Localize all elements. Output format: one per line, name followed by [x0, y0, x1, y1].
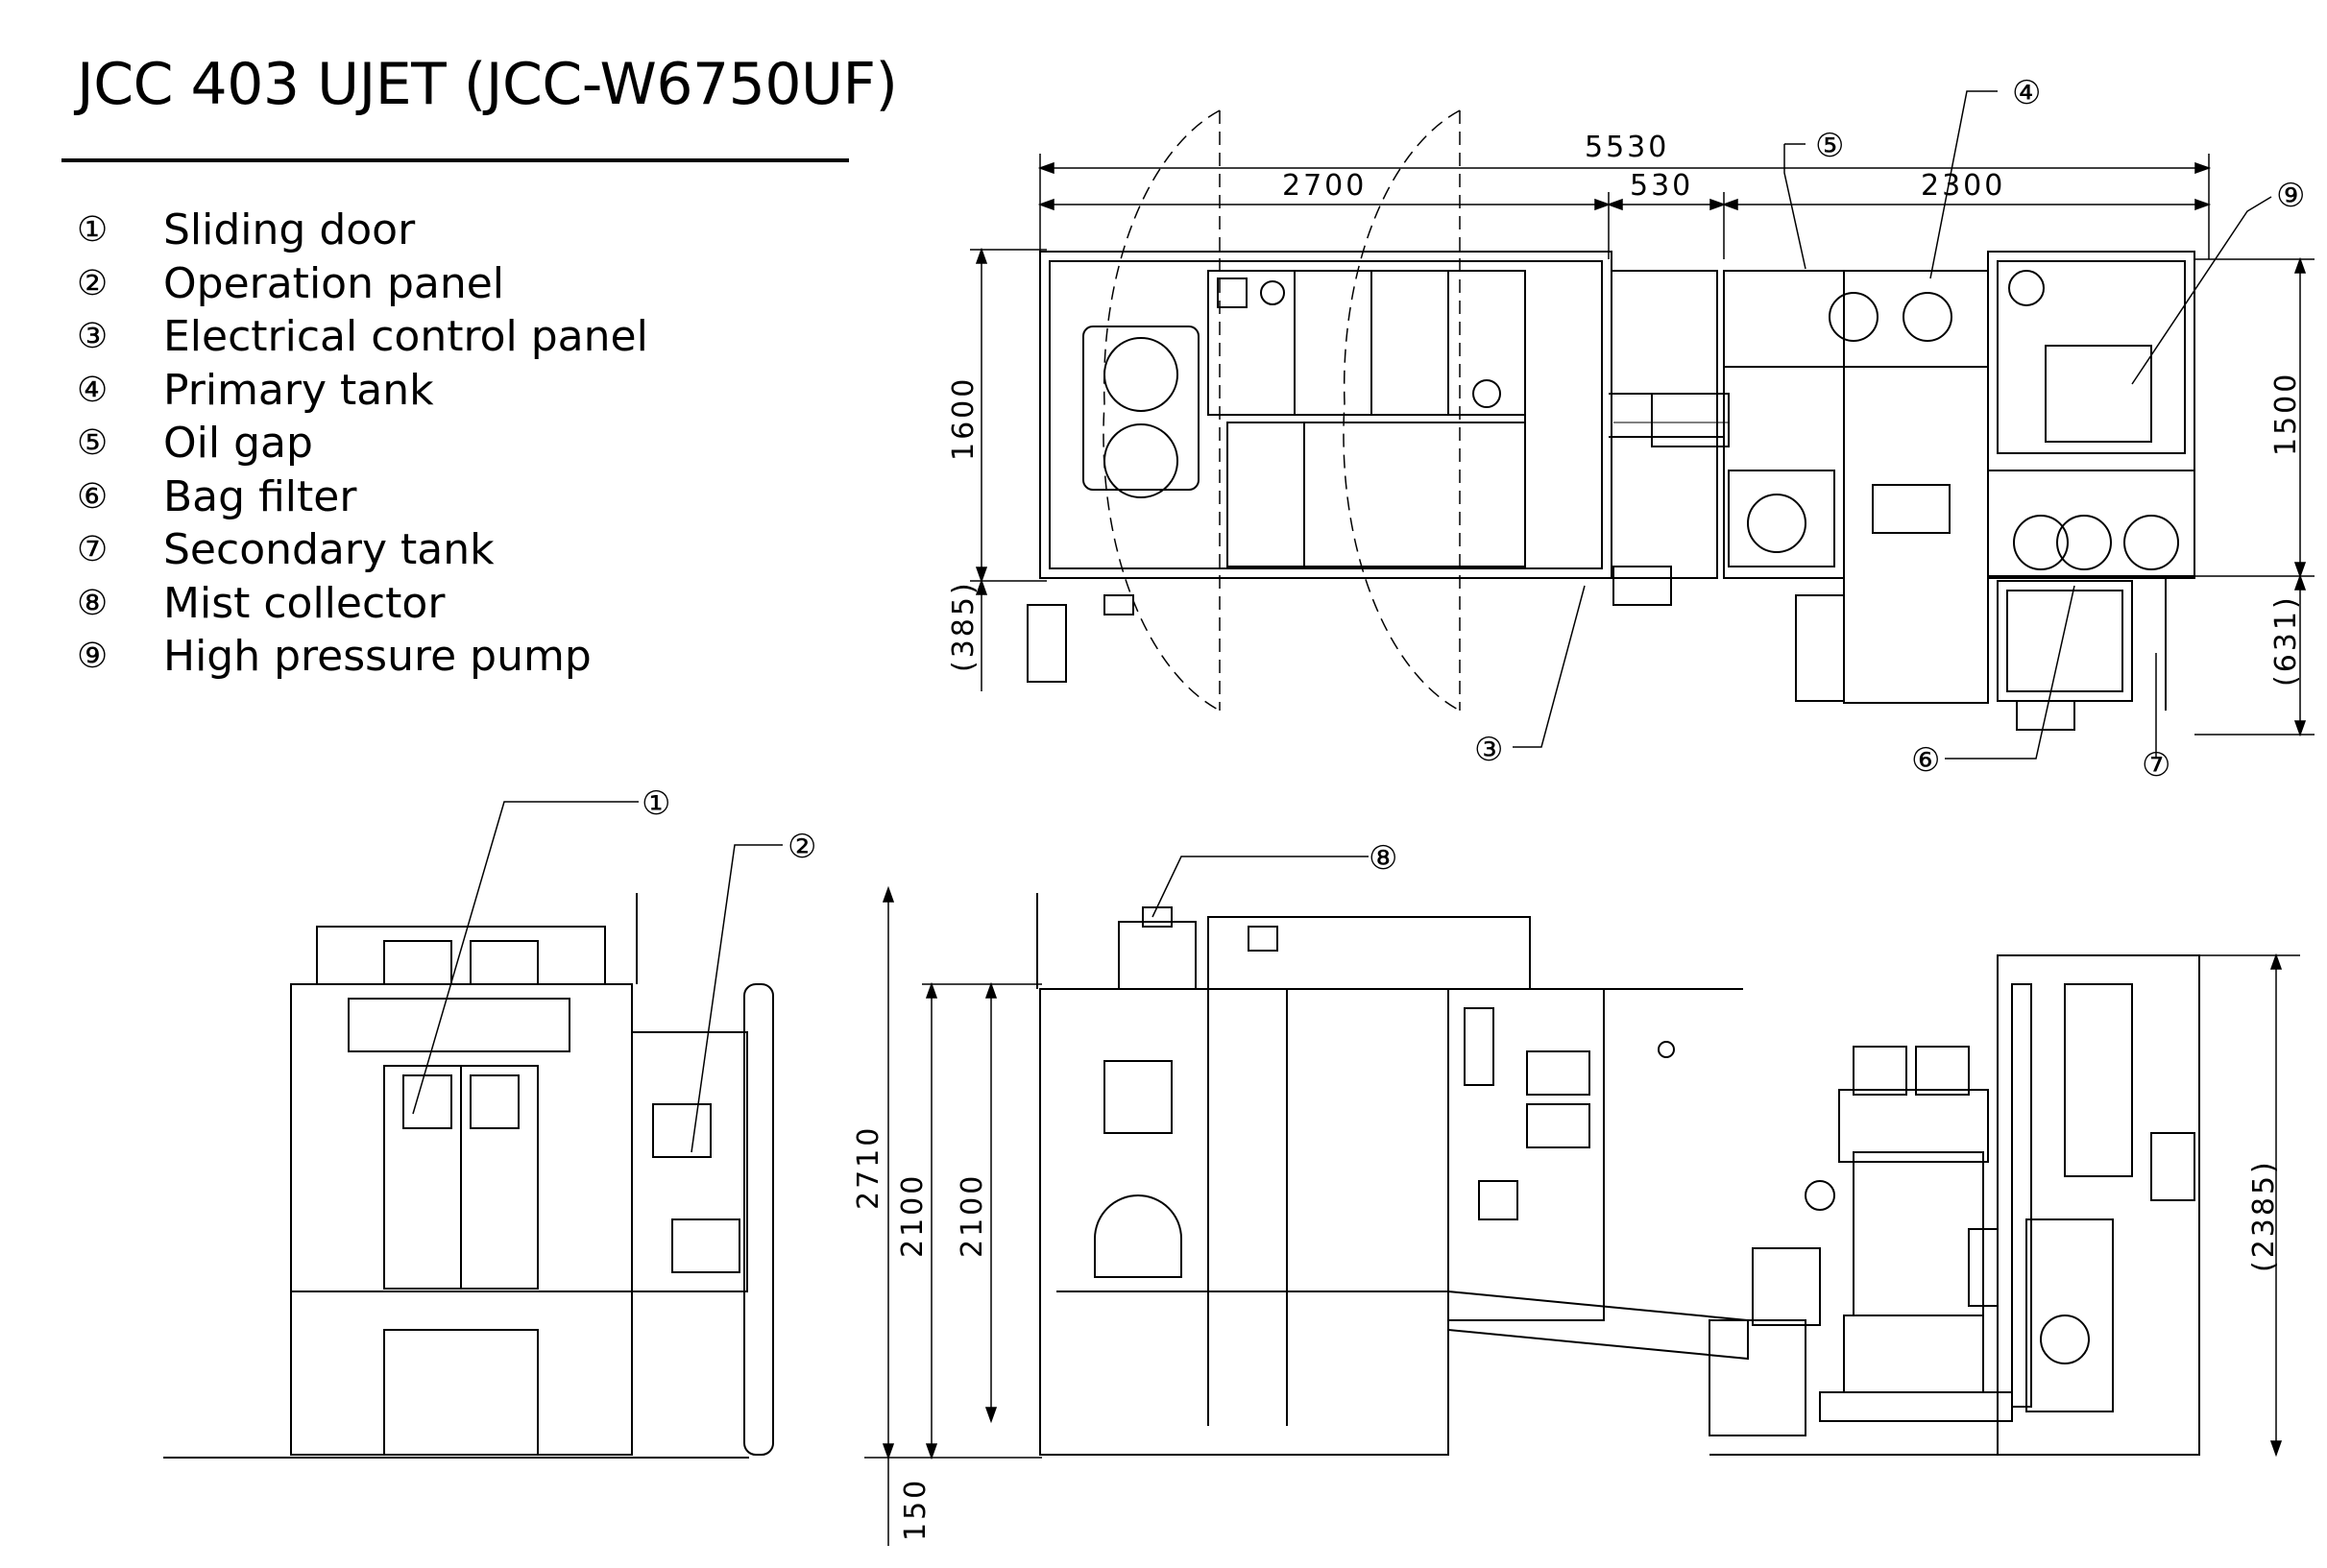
legend-label: Operation panel — [163, 258, 505, 308]
dim-tank-depth: 1500 — [2269, 372, 2303, 456]
callout-5: ⑤ — [1815, 127, 1844, 165]
plan-right-dimensions — [2194, 256, 2315, 737]
legend-label: Sliding door — [163, 205, 416, 255]
plan-horizontal-dimensions — [1037, 154, 2212, 259]
dim-tank-height: (2385) — [2247, 1159, 2281, 1272]
legend-item: ⑥ Bag filter — [77, 470, 648, 524]
callout-7: ⑦ — [2142, 746, 2170, 784]
dim-door-height-outer: 2100 — [896, 1173, 930, 1258]
tank-area-plan — [1723, 251, 2195, 731]
legend-label: Secondary tank — [163, 525, 495, 575]
legend-number: ⑦ — [77, 530, 109, 570]
legend-label: Oil gap — [163, 419, 313, 469]
legend-item: ⑤ Oil gap — [77, 417, 648, 470]
dim-tank-extra-depth: (631) — [2269, 594, 2303, 687]
legend-number: ③ — [77, 317, 109, 357]
dim-gap-length: 530 — [1630, 169, 1693, 203]
dim-machine-depth: 1600 — [947, 376, 981, 461]
front-callout-leaders — [412, 801, 783, 1153]
parts-legend: ① Sliding door ② Operation panel ③ Electric… — [77, 204, 648, 684]
legend-number: ① — [77, 210, 109, 251]
callout-9: ⑨ — [2276, 177, 2305, 215]
callout-3: ③ — [1474, 731, 1503, 769]
door-swing-arcs — [1103, 109, 1461, 712]
legend-label: Primary tank — [163, 365, 434, 415]
title-underline — [61, 158, 849, 162]
legend-label: Mist collector — [163, 578, 446, 628]
plan-callout-leaders — [1513, 90, 2272, 760]
callout-2: ② — [788, 828, 816, 866]
legend-item: ⑨ High pressure pump — [77, 630, 648, 684]
legend-item: ⑧ Mist collector — [77, 577, 648, 631]
legend-number: ④ — [77, 370, 109, 410]
dim-total-height: 2710 — [852, 1125, 885, 1210]
machine-body-plan — [1027, 251, 1718, 683]
legend-item: ① Sliding door — [77, 204, 648, 257]
dim-machine-extra-depth: (385) — [947, 580, 981, 672]
callout-4: ④ — [2012, 74, 2041, 112]
side-dimensions — [864, 885, 2300, 1546]
legend-number: ⑧ — [77, 583, 109, 623]
dim-machine-length: 2700 — [1282, 169, 1367, 203]
legend-item: ② Operation panel — [77, 257, 648, 311]
legend-number: ⑥ — [77, 476, 109, 517]
legend-item: ⑦ Secondary tank — [77, 523, 648, 577]
legend-number: ⑨ — [77, 637, 109, 677]
legend-label: Bag filter — [163, 471, 357, 521]
plan-left-dimensions — [970, 247, 1047, 691]
callout-8: ⑧ — [1369, 839, 1397, 878]
side-view: 2710 2100 2100 (2385) 150 — [852, 839, 2300, 1546]
legend-label: High pressure pump — [163, 632, 592, 682]
dim-door-height-inner: 2100 — [956, 1173, 989, 1258]
dim-base-height: 150 — [899, 1478, 933, 1541]
legend-label: Electrical control panel — [163, 312, 648, 362]
drawing-title: JCC 403 UJET (JCC-W6750UF) — [77, 51, 898, 118]
callout-6: ⑥ — [1911, 741, 1940, 780]
front-view: ① ② — [163, 784, 816, 1459]
legend-item: ③ Electrical control panel — [77, 310, 648, 364]
plan-view: 5530 2700 530 2300 1600 (385) 1500 (631) — [947, 74, 2315, 784]
legend-number: ② — [77, 263, 109, 303]
callout-1: ① — [642, 784, 670, 823]
dim-overall-length: 5530 — [1585, 131, 1669, 164]
dim-tank-length: 2300 — [1921, 169, 2005, 203]
gap-link-plan — [1609, 393, 1730, 447]
legend-item: ④ Primary tank — [77, 364, 648, 418]
legend-number: ⑤ — [77, 423, 109, 464]
